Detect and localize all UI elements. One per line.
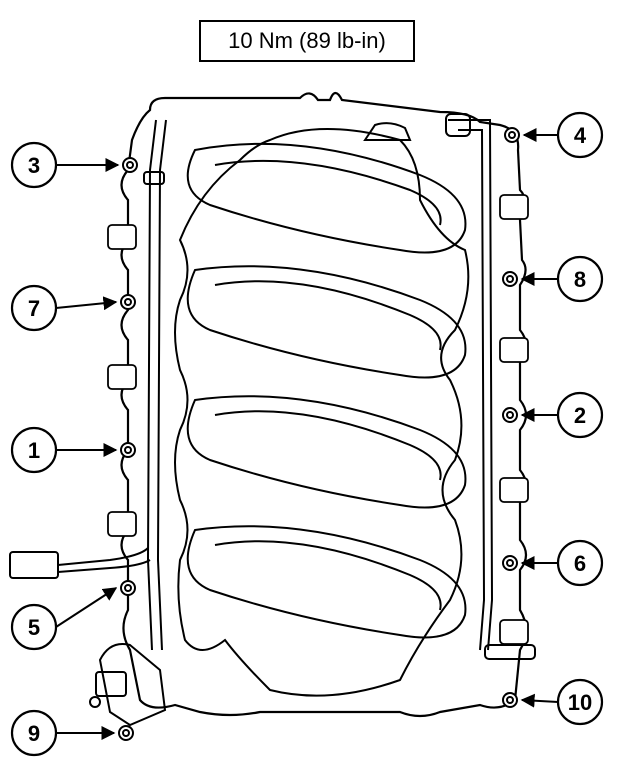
callout-number-4: 4 — [574, 123, 587, 148]
bracket-bolt — [89, 696, 101, 708]
leader-line-10 — [520, 693, 559, 708]
runner-3-inner — [214, 410, 442, 481]
injector-connectors — [107, 194, 529, 645]
callout-number-8: 8 — [574, 267, 586, 292]
fuel-fitting — [445, 113, 471, 137]
fuel-rails — [143, 113, 494, 651]
callout-circle-1 — [10, 426, 58, 474]
gasket-seal — [174, 128, 470, 697]
injector-connector-r1 — [499, 194, 529, 220]
bolt-hole-center-2 — [506, 411, 514, 419]
torque-spec-box: 10 Nm (89 lb-in) — [199, 20, 415, 62]
rail-clip — [143, 171, 165, 185]
fuel-rail-left — [146, 119, 157, 651]
intake-runners — [186, 142, 467, 639]
runner-2 — [186, 265, 467, 379]
sensor-wire-b — [57, 559, 151, 573]
callout-circle-5 — [10, 603, 58, 651]
callout-number-10: 10 — [568, 690, 592, 715]
callout-group: 1 2 3 4 5 6 7 8 9 10 — [10, 111, 604, 757]
injector-connector-l3 — [107, 511, 137, 537]
injector-connector-r2 — [499, 337, 529, 363]
callout-circle-2 — [556, 391, 604, 439]
callout-circle-9 — [10, 709, 58, 757]
bolt-hole-center-6 — [506, 559, 514, 567]
bolt-hole-center-8 — [506, 275, 514, 283]
injector-connector-l2 — [107, 364, 137, 390]
bolt-holes — [118, 127, 520, 741]
top-bracket — [363, 122, 412, 141]
fuel-rail-right — [448, 119, 494, 651]
bracket-body — [98, 643, 167, 727]
runner-2-inner — [214, 280, 442, 351]
vacuum-fitting — [484, 644, 536, 660]
bolt-hole-center-7 — [124, 298, 132, 306]
bolt-hole-center-10 — [506, 696, 514, 704]
throttle-bracket — [89, 643, 167, 727]
callout-number-2: 2 — [574, 403, 586, 428]
runner-3 — [186, 395, 467, 509]
callout-circle-4 — [556, 111, 604, 159]
bolt-hole-center-9 — [122, 729, 130, 737]
runner-4-inner — [214, 540, 442, 611]
leader-line-7 — [55, 296, 118, 311]
bolt-hole-center-3 — [126, 161, 134, 169]
callout-circle-10 — [556, 678, 604, 726]
torque-spec-label: 10 Nm (89 lb-in) — [228, 28, 386, 53]
runner-1-inner — [214, 159, 442, 226]
callout-circle-6 — [556, 539, 604, 587]
callout-circle-3 — [10, 141, 58, 189]
callout-number-1: 1 — [28, 438, 40, 463]
bolt-hole-center-5 — [124, 584, 132, 592]
runner-4 — [186, 525, 467, 639]
sensor-wire — [57, 547, 149, 566]
bolt-hole-center-1 — [124, 446, 132, 454]
injector-connector-r4 — [499, 619, 529, 645]
leader-line-5 — [55, 587, 118, 628]
injector-connector-l1 — [107, 224, 137, 250]
callout-number-6: 6 — [574, 551, 586, 576]
injector-connector-r3 — [499, 477, 529, 503]
runner-1 — [186, 142, 467, 254]
bolt-hole-center-4 — [508, 131, 516, 139]
sensor-lead — [9, 547, 151, 579]
callout-number-9: 9 — [28, 721, 40, 746]
callout-circle-7 — [10, 284, 58, 332]
callout-number-5: 5 — [28, 615, 40, 640]
callout-number-7: 7 — [28, 296, 40, 321]
callout-circle-8 — [556, 255, 604, 303]
fuel-rail-left-b — [156, 119, 167, 651]
vacuum-port — [484, 644, 536, 660]
bracket-plug — [95, 671, 127, 697]
callout-number-3: 3 — [28, 153, 40, 178]
leader-lines — [55, 128, 559, 740]
sensor-plug — [9, 551, 59, 579]
